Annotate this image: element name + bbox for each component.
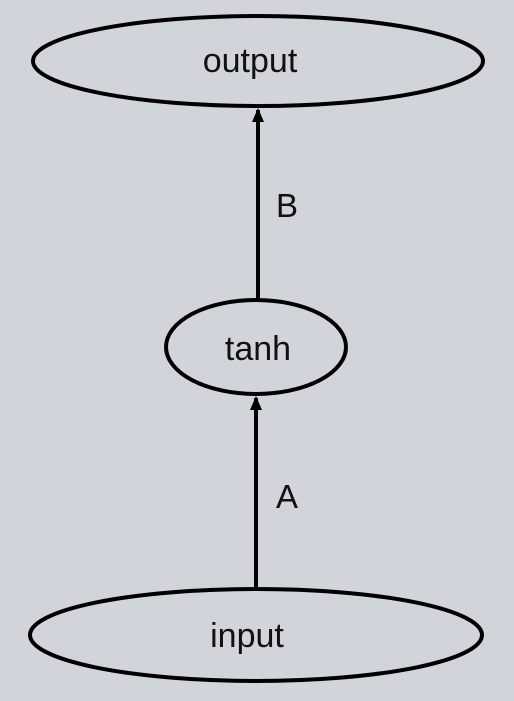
- node-input-ellipse: [28, 587, 484, 683]
- arrowhead-icon: [250, 396, 262, 410]
- node-input-label: input: [210, 617, 284, 655]
- node-tanh-label: tanh: [225, 330, 291, 368]
- node-tanh-ellipse: [164, 298, 348, 396]
- edge-input-to-tanh: A: [250, 396, 298, 588]
- node-output-label: output: [203, 42, 298, 80]
- node-output-ellipse: [31, 14, 485, 108]
- edge-tanh-to-output: B: [252, 108, 298, 298]
- node-input[interactable]: input: [28, 587, 484, 683]
- arrowhead-icon: [252, 108, 264, 122]
- edge-label-a: A: [276, 478, 298, 515]
- edge-label-b: B: [276, 187, 298, 224]
- node-output[interactable]: output: [31, 14, 485, 108]
- node-tanh[interactable]: tanh: [164, 298, 348, 396]
